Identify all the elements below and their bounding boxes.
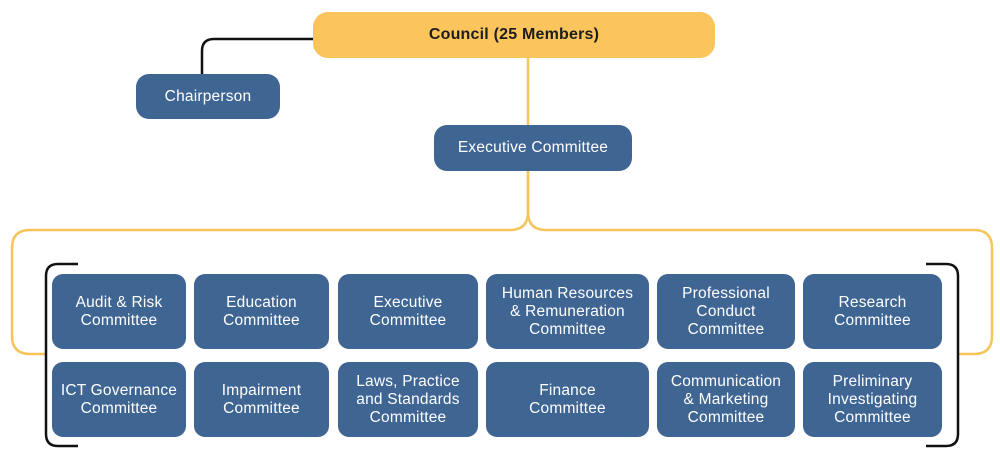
- executive-right-branch: [526, 171, 994, 356]
- committee-research: Research Committee: [803, 274, 942, 349]
- committee-human-resources: Human Resources & Remuneration Committee: [486, 274, 649, 349]
- executive-left-branch: [10, 171, 530, 356]
- committee-professional-conduct: Professional Conduct Committee: [657, 274, 795, 349]
- committee-preliminary-investigating: Preliminary Investigating Committee: [803, 362, 942, 437]
- council-chairperson-connector: [200, 37, 313, 74]
- committee-executive: Executive Committee: [338, 274, 478, 349]
- council-node: Council (25 Members): [313, 12, 715, 58]
- committee-education: Education Committee: [194, 274, 329, 349]
- committee-bracket-right: [926, 262, 960, 448]
- committee-ict-governance: ICT Governance Committee: [52, 362, 186, 437]
- committee-audit-risk: Audit & Risk Committee: [52, 274, 186, 349]
- executive-committee-node: Executive Committee: [434, 125, 632, 171]
- committee-finance: Finance Committee: [486, 362, 649, 437]
- committee-bracket-left: [44, 262, 78, 448]
- committee-laws-practice-standards: Laws, Practice and Standards Committee: [338, 362, 478, 437]
- committee-impairment: Impairment Committee: [194, 362, 329, 437]
- chairperson-node: Chairperson: [136, 74, 280, 119]
- committee-communication-marketing: Communication & Marketing Committee: [657, 362, 795, 437]
